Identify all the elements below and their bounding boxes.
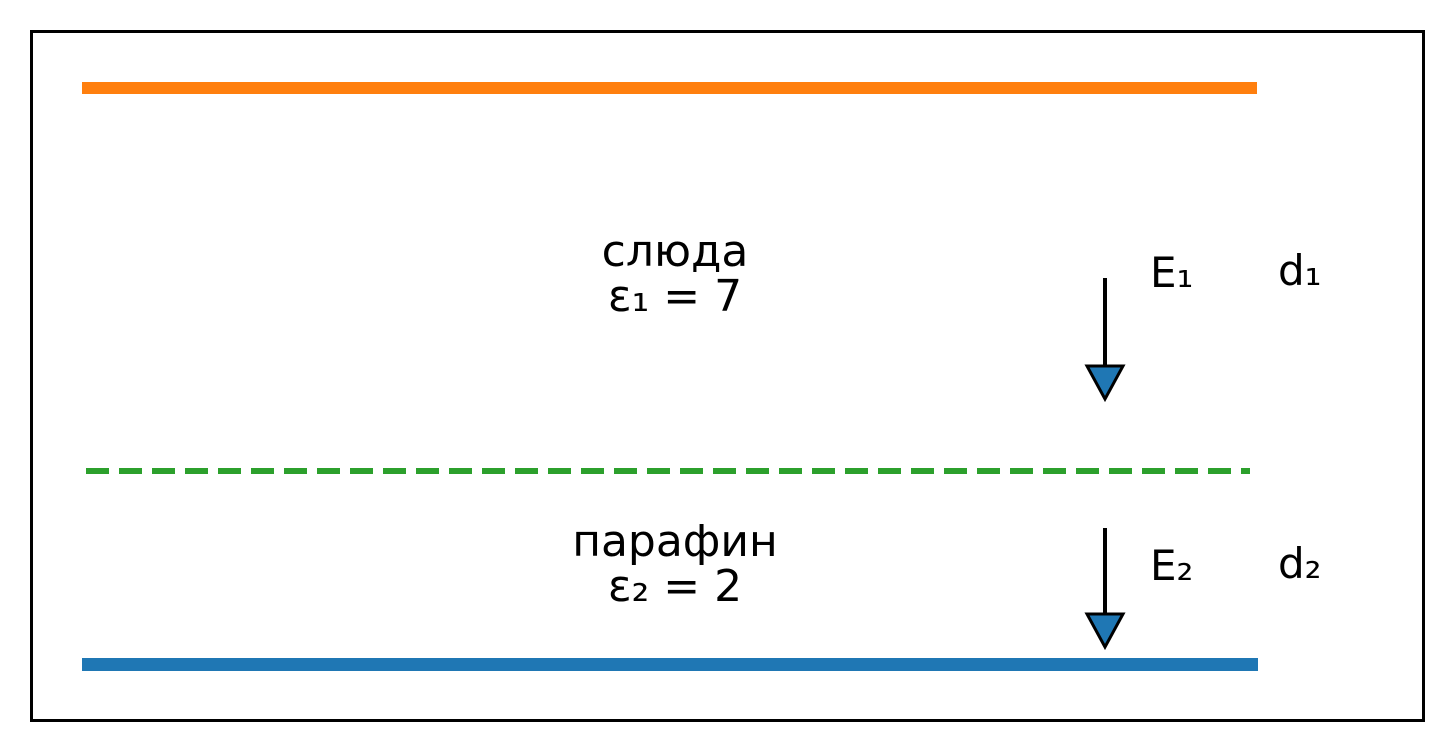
top-capacitor-plate (82, 82, 1257, 94)
paraffin-layer-labels: парафин ε₂ = 2 (475, 516, 875, 612)
mica-material-label: слюда (601, 226, 749, 277)
bottom-capacitor-plate (82, 658, 1258, 671)
e1-down-arrow-icon (1084, 364, 1126, 402)
diagram-frame (30, 30, 1425, 722)
d1-thickness-label: d₁ (1278, 246, 1322, 295)
e1-field-arrow-stem (1103, 278, 1107, 370)
paraffin-material-label: парафин (572, 516, 778, 567)
d2-thickness-label: d₂ (1278, 539, 1322, 588)
mica-permittivity-label: ε₁ = 7 (607, 270, 743, 322)
e2-down-arrow-icon (1084, 612, 1126, 650)
e1-field-label: E₁ (1150, 248, 1194, 297)
e2-field-label: E₂ (1150, 541, 1194, 590)
dielectric-interface-dashed-line (86, 468, 1250, 474)
mica-layer-labels: слюда ε₁ = 7 (475, 226, 875, 322)
paraffin-permittivity-label: ε₂ = 2 (607, 560, 743, 612)
e2-field-arrow-stem (1103, 528, 1107, 618)
